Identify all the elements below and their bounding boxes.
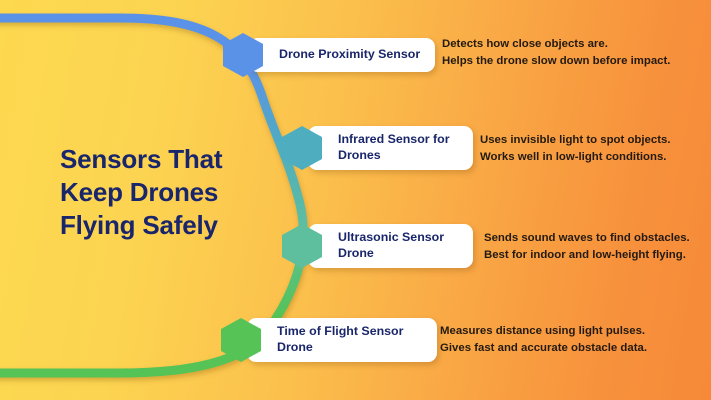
node-card[interactable]: Infrared Sensor for Drones [308, 126, 473, 170]
page-title: Sensors That Keep Drones Flying Safely [60, 144, 223, 241]
hexagon-node-icon [221, 318, 261, 362]
node-drone-proximity-sensor[interactable]: Drone Proximity Sensor [223, 33, 435, 77]
node-label: Drone Proximity Sensor [279, 47, 421, 62]
node-description: Uses invisible light to spot objects. Wo… [480, 134, 671, 163]
node-label: Ultrasonic Sensor Drone [338, 230, 445, 260]
node-description: Sends sound waves to find obstacles. Bes… [484, 232, 690, 261]
node-description: Measures distance using light pulses. Gi… [440, 325, 648, 354]
node-ultrasonic-sensor[interactable]: Ultrasonic Sensor Drone [282, 224, 473, 268]
node-time-of-flight-sensor[interactable]: Time of Flight Sensor Drone [221, 318, 437, 362]
node-card[interactable]: Ultrasonic Sensor Drone [308, 224, 473, 268]
node-card[interactable]: Time of Flight Sensor Drone [247, 318, 437, 362]
node-card[interactable]: Drone Proximity Sensor [249, 38, 435, 72]
node-label: Time of Flight Sensor Drone [277, 324, 404, 354]
node-infrared-sensor[interactable]: Infrared Sensor for Drones [282, 126, 473, 170]
node-label: Infrared Sensor for Drones [338, 132, 450, 162]
node-description: Detects how close objects are. Helps the… [442, 38, 671, 67]
